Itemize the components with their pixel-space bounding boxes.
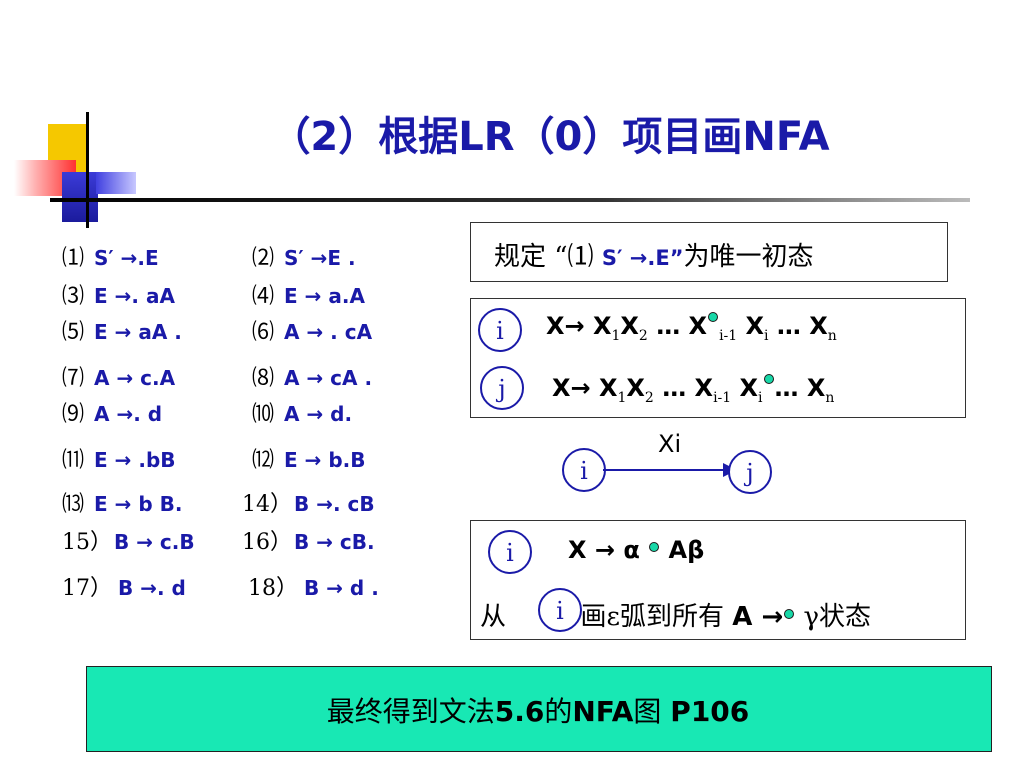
list-item: ⑾E → .bB [62,448,176,473]
page-title: （2）根据LR（0）项目画NFA [270,114,830,160]
dot-marker [649,542,660,552]
list-item: ⑻A → cA . [252,366,373,391]
list-item: ⑸E → aA . [62,320,182,345]
list-item: ⑵S′ →E . [252,246,356,271]
conclusion-text: 最终得到文法5.6的NFA图 P106 [326,695,750,728]
logo-blue-bar [96,172,136,194]
item-after-shift: X→ X1X2 … Xi-1 Xi… Xn [552,374,835,406]
transition-from-state: i [562,448,606,492]
state-j-circle: j [480,366,524,410]
list-item: ⑽A → d. [252,402,353,427]
initial-state-rule-box [470,222,948,282]
list-item: ⑷E → a.A [252,284,365,309]
title-underline [50,198,970,202]
state-i-circle: i [478,308,522,352]
list-item: 14）B →. cB [242,492,375,517]
transition-to-state: j [728,450,772,494]
state-i-circle: i [538,588,582,632]
list-item: 16）B → cB. [242,530,375,555]
list-item: ⑺A → c.A [62,366,176,391]
dot-marker [708,312,719,322]
initial-state-rule-text: 规定 “⑴ S′ →.E”为唯一初态 [494,242,814,272]
list-item: ⑼A →. d [62,402,163,427]
list-item: 18）B → d . [248,576,379,601]
list-item: ⑿E → b.B [252,448,366,473]
shift-rule-box [470,298,966,418]
list-item: ⒀E → b B. [62,492,183,517]
state-i-circle: i [488,530,532,574]
transition-label: Xi [658,430,682,458]
dot-marker [763,374,774,384]
logo-vertical-line [86,112,89,228]
epsilon-rule-box [470,520,966,640]
list-item: ⑶E →. aA [62,284,175,309]
transition-arrow [603,469,727,471]
epsilon-item: X → α Aβ [568,536,705,564]
epsilon-rule-text: 从 画ε弧到所有 A → γ状态 [480,602,872,632]
list-item: 17）B →. d [62,576,186,601]
list-item: 15）B → c.B [62,530,195,555]
list-item: ⑹A → . cA [252,320,373,345]
dot-marker [784,609,795,619]
logo-blue-square [62,172,98,222]
list-item: ⑴S′ →.E [62,246,159,271]
conclusion-banner [86,666,992,752]
